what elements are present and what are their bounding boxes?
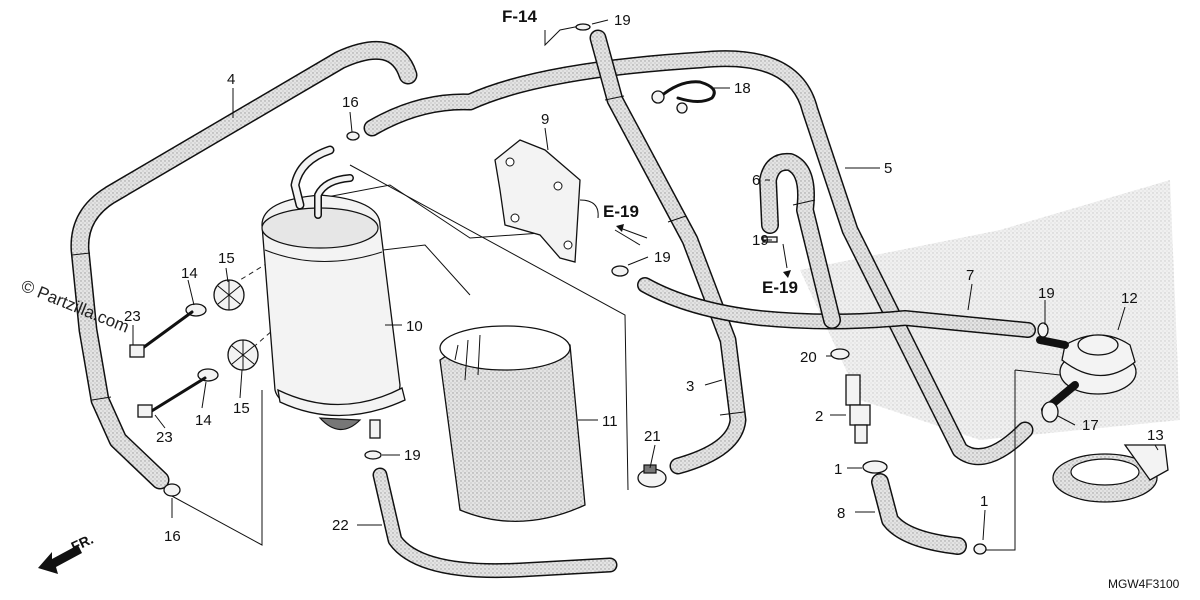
cover-11	[439, 325, 586, 522]
callout-3: 3	[686, 378, 694, 395]
mount-hardware	[129, 279, 259, 418]
callout-14-lower: 14	[195, 412, 212, 429]
callout-16-lower: 16	[164, 528, 181, 545]
clamp-21	[637, 464, 667, 488]
joint-2	[845, 374, 871, 444]
hose-22	[372, 467, 618, 579]
callout-22: 22	[332, 517, 349, 534]
hose-6	[759, 152, 841, 329]
callout-19-mid: 19	[654, 249, 671, 266]
callout-23-lower: 23	[156, 429, 173, 446]
callout-2: 2	[815, 408, 823, 425]
callout-23-upper: 23	[124, 308, 141, 325]
callout-11: 11	[602, 413, 618, 430]
callout-19-top: 19	[614, 12, 631, 29]
callout-8: 8	[837, 505, 845, 522]
reference-arrows	[616, 224, 791, 278]
bracket-9	[494, 139, 599, 263]
holder-13	[1052, 444, 1169, 503]
callout-14-upper: 14	[181, 265, 198, 282]
callout-13: 13	[1147, 427, 1164, 444]
band-18	[651, 80, 716, 114]
callout-21: 21	[644, 428, 661, 445]
callout-5: 5	[884, 160, 892, 177]
callout-19-right: 19	[1038, 285, 1055, 302]
callout-1-lower: 1	[980, 493, 988, 510]
hose-8	[871, 473, 967, 555]
front-arrow-icon: FR.	[38, 531, 96, 574]
hose-4	[70, 40, 418, 490]
hose-3	[589, 29, 747, 475]
callout-4: 4	[227, 71, 235, 88]
callout-17: 17	[1082, 417, 1099, 434]
callout-leaders	[132, 19, 1159, 541]
canister-10	[261, 145, 406, 439]
callout-19-left: 19	[752, 232, 769, 249]
small-clips	[163, 23, 1059, 555]
callout-20: 20	[800, 349, 817, 366]
hose-7	[637, 277, 1036, 338]
callout-12: 12	[1121, 290, 1138, 307]
callout-15-upper: 15	[218, 250, 235, 267]
callout-9: 9	[541, 111, 549, 128]
callout-7: 7	[966, 267, 974, 284]
ref-e19-top: E-19	[603, 202, 639, 221]
ref-f14: F-14	[502, 7, 538, 26]
callout-15-lower: 15	[233, 400, 250, 417]
callout-1-upper: 1	[834, 461, 842, 478]
ref-e19-bottom: E-19	[762, 278, 798, 297]
front-label: FR.	[69, 531, 96, 555]
callout-10: 10	[406, 318, 423, 335]
callout-18: 18	[734, 80, 751, 97]
callout-6: 6	[752, 172, 760, 189]
diagram-code: MGW4F3100	[1108, 577, 1180, 591]
callout-16-upper: 16	[342, 94, 359, 111]
hose-5	[363, 50, 1034, 466]
callout-19-bottom: 19	[404, 447, 421, 464]
